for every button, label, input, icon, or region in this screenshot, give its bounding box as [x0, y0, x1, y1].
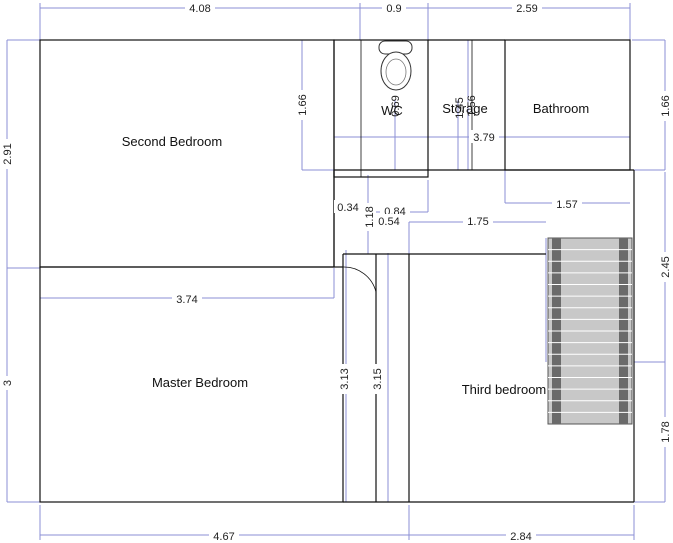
- dim-right-1-66: 1.66: [660, 95, 672, 116]
- room-label-second-bedroom: Second Bedroom: [122, 134, 222, 149]
- walls: [39, 39, 635, 503]
- dim-hall-0-54: 0.54: [378, 216, 399, 228]
- dim-hall-0-34: 0.34: [337, 202, 358, 214]
- dim-3-79: 3.79: [473, 132, 494, 144]
- room-label-storage: Storage: [442, 101, 488, 116]
- dim-bathroom-1-57: 1.57: [556, 199, 577, 211]
- door-swing-icon: [342, 259, 377, 293]
- room-label-wc: WC: [381, 103, 403, 118]
- dim-storage-1-45: 1.45: [454, 97, 466, 118]
- dim-bottom-2-84: 2.84: [510, 531, 531, 543]
- room-label-master-bedroom: Master Bedroom: [152, 375, 248, 390]
- dim-top-4-08: 4.08: [189, 3, 210, 15]
- dim-master-bedroom-3-13: 3.13: [339, 368, 351, 389]
- dim-hall-3-15: 3.15: [372, 368, 384, 389]
- stairs-icon: [547, 237, 633, 425]
- dim-top-0-9: 0.9: [386, 3, 401, 15]
- second-bedroom-outline: [39, 39, 335, 268]
- dim-storage-1-56: 1.56: [466, 95, 478, 116]
- dim-right-1-78: 1.78: [660, 421, 672, 442]
- dim-left-3: 3: [2, 380, 14, 386]
- room-label-third-bedroom: Third bedroom: [462, 382, 547, 397]
- dim-right-2-45: 2.45: [660, 256, 672, 277]
- dim-second-bedroom-1-66: 1.66: [297, 94, 309, 115]
- toilet-icon: [378, 40, 413, 91]
- dim-top-2-59: 2.59: [516, 3, 537, 15]
- room-label-bathroom: Bathroom: [533, 101, 589, 116]
- dim-bottom-4-67: 4.67: [213, 531, 234, 543]
- dim-wc-0-69: 0.69: [390, 95, 402, 116]
- dim-hall-1-18: 1.18: [364, 206, 376, 227]
- room-labels: Second Bedroom Master Bedroom Third bedr…: [122, 101, 589, 397]
- dim-hall-1-75: 1.75: [467, 216, 488, 228]
- dim-master-bedroom-3-74: 3.74: [176, 294, 197, 306]
- wc-outline: [333, 39, 429, 178]
- dim-left-2-91: 2.91: [2, 143, 14, 164]
